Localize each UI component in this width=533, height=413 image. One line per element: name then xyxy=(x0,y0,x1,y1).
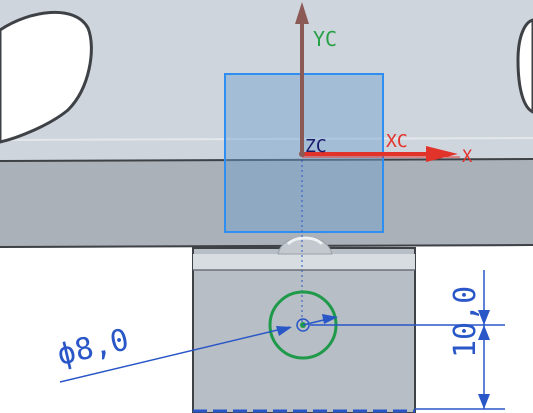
distance-arrowhead-upper xyxy=(478,325,490,340)
part-bottom-edge[interactable] xyxy=(0,244,533,248)
absolute-x-label: X xyxy=(462,147,473,167)
x-axis-arrowhead[interactable] xyxy=(426,146,458,162)
diameter-arrowhead-right xyxy=(322,314,338,324)
diameter-leader-line[interactable] xyxy=(59,326,291,383)
diameter-dimension-label[interactable]: ϕ8,0 xyxy=(54,322,132,372)
right-slot-cutout[interactable] xyxy=(516,18,533,114)
part-top-face[interactable] xyxy=(0,0,533,160)
part-top-front-edge[interactable] xyxy=(0,158,533,162)
y-axis-label: YC xyxy=(313,27,337,51)
csys-origin[interactable] xyxy=(299,151,305,157)
distance-arrowhead-top xyxy=(478,310,490,325)
x-axis-label: XC xyxy=(386,131,408,152)
y-axis-arrowhead[interactable] xyxy=(295,2,309,24)
distance-dimension-label[interactable]: 10,0 xyxy=(448,286,483,358)
left-slot-cutout[interactable] xyxy=(0,10,93,144)
z-axis-label: ZC xyxy=(305,136,327,157)
lower-block-top-band xyxy=(193,254,415,270)
part-top-edge-highlight xyxy=(0,137,533,141)
diameter-arrowhead xyxy=(276,326,292,336)
distance-arrowhead-bottom xyxy=(478,394,490,409)
hole-center-ring[interactable] xyxy=(296,318,310,332)
part-front-face[interactable] xyxy=(0,158,533,248)
dome-highlight xyxy=(286,236,324,246)
